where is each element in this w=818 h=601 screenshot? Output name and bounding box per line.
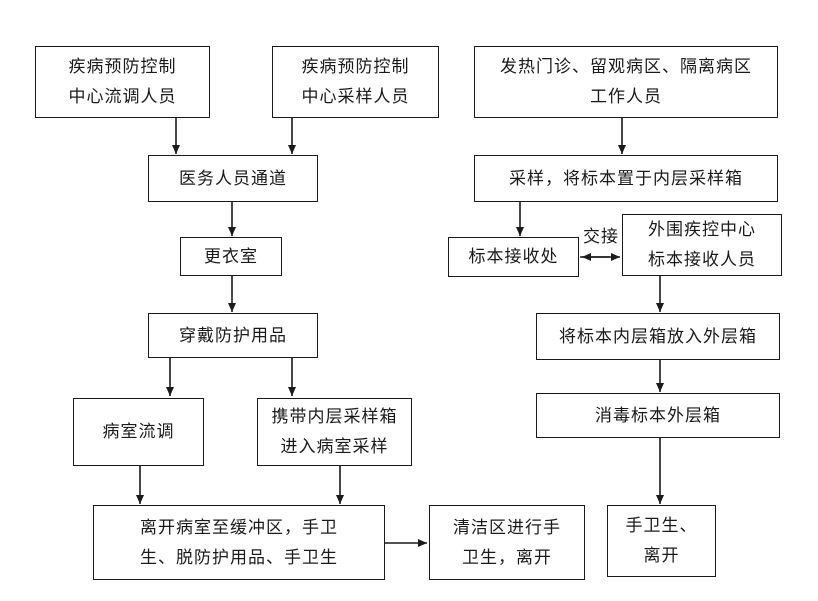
node-line: 穿戴防护用品 bbox=[179, 325, 287, 346]
node-line: 清洁区进行手 bbox=[453, 517, 561, 538]
node-put-outer-box: 将标本内层箱放入外层箱 bbox=[536, 313, 780, 360]
node-medical-channel: 医务人员通道 bbox=[148, 155, 318, 202]
node-line: 手卫生、 bbox=[625, 516, 698, 536]
node-ward-epi: 病室流调 bbox=[73, 398, 204, 466]
node-line: 疾病预防控制 bbox=[301, 57, 410, 77]
node-carry-sample-box: 携带内层采样箱进入病室采样 bbox=[257, 398, 412, 466]
node-line: 生、脱防护用品、手卫生 bbox=[140, 547, 338, 568]
node-line: 将标本内层箱放入外层箱 bbox=[559, 326, 757, 347]
node-cdc-sample-staff: 疾病预防控制中心采样人员 bbox=[272, 46, 439, 118]
node-line: 更衣室 bbox=[204, 246, 258, 267]
node-line: 发热门诊、留观病区、隔离病区 bbox=[500, 57, 752, 77]
node-line: 卫生，离开 bbox=[462, 547, 552, 568]
node-line: 消毒标本外层箱 bbox=[595, 405, 721, 426]
node-outer-receiver: 外围疾控中心标本接收人员 bbox=[622, 214, 782, 276]
node-cdc-epi-staff: 疾病预防控制中心流调人员 bbox=[35, 46, 210, 118]
node-line: 标本接收处 bbox=[468, 247, 559, 267]
node-line: 采样，将标本置于内层采样箱 bbox=[509, 168, 743, 189]
node-line: 中心流调人员 bbox=[68, 87, 177, 107]
node-line: 中心采样人员 bbox=[301, 87, 410, 107]
node-changing-room: 更衣室 bbox=[180, 237, 282, 276]
node-line: 离开病室至缓冲区，手卫 bbox=[140, 517, 338, 538]
node-disinfect-outer-box: 消毒标本外层箱 bbox=[536, 393, 780, 438]
node-line: 携带内层采样箱 bbox=[271, 407, 398, 427]
node-ppe: 穿戴防护用品 bbox=[148, 313, 318, 358]
node-line: 工作人员 bbox=[590, 87, 662, 107]
node-leave-ward: 离开病室至缓冲区，手卫生、脱防护用品、手卫生 bbox=[93, 505, 385, 580]
node-receipt-point: 标本接收处 bbox=[448, 237, 579, 277]
edge-label-handover: 交接 bbox=[583, 227, 619, 247]
node-hand-hygiene-leave: 手卫生、离开 bbox=[607, 505, 716, 577]
node-line: 标本接收人员 bbox=[648, 250, 756, 270]
node-line: 进入病室采样 bbox=[280, 437, 389, 457]
node-line: 医务人员通道 bbox=[179, 168, 287, 189]
node-fever-clinic-staff: 发热门诊、留观病区、隔离病区工作人员 bbox=[474, 46, 778, 118]
node-line: 外围疾控中心 bbox=[648, 220, 756, 240]
node-line: 离开 bbox=[643, 546, 680, 566]
node-line: 疾病预防控制 bbox=[68, 57, 177, 77]
node-line: 病室流调 bbox=[102, 422, 175, 442]
node-clean-area: 清洁区进行手卫生，离开 bbox=[429, 505, 585, 580]
node-sampling: 采样，将标本置于内层采样箱 bbox=[474, 155, 778, 202]
